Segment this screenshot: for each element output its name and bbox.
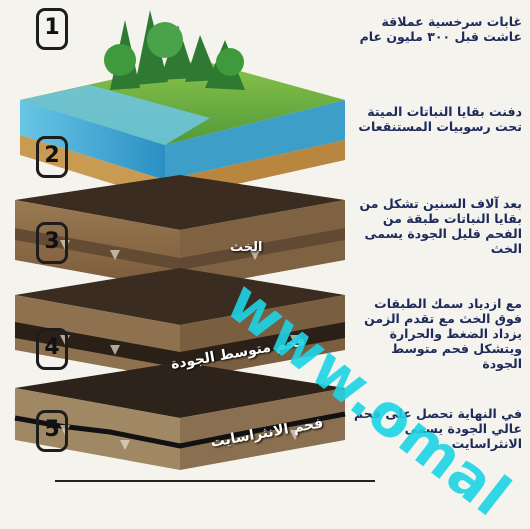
caption-step-2: دفنت بقايا النباتات الميتة تحت رسوبيات ا… xyxy=(358,104,522,134)
layer-label-peat: الخث xyxy=(230,240,263,255)
block-forest-swamp xyxy=(20,10,345,200)
step-number-1: 1 xyxy=(36,8,68,50)
block1-front-left xyxy=(20,100,165,180)
step-number-4: 4 xyxy=(36,328,68,370)
caption-step-4: مع ازدياد سمك الطبقات فوق الخث مع تقدم ا… xyxy=(364,296,522,371)
trees xyxy=(104,10,245,90)
caption-step-3: بعد آلاف السنين تشكل من بقايا النباتات ط… xyxy=(359,196,522,256)
block-anthracite xyxy=(14,362,346,470)
step-number-2: 2 xyxy=(36,136,68,178)
step-number-3: 3 xyxy=(36,222,68,264)
swamp-water xyxy=(20,85,210,145)
caption-step-5: في النهاية تحصل على فحم عالي الجودة يسمى… xyxy=(354,406,522,451)
caption-step-1: غابات سرخسية عملاقة عاشت قبل ٣٠٠ مليون ع… xyxy=(359,14,522,44)
block-medium-coal xyxy=(15,268,345,380)
block1-front-right xyxy=(165,100,345,180)
step-number-5: 5 xyxy=(36,410,68,452)
coal-formation-diagram: 1 2 3 4 5 الخث فحم متوسط الجودة فحم الان… xyxy=(14,8,523,529)
bottom-rule xyxy=(55,480,375,482)
